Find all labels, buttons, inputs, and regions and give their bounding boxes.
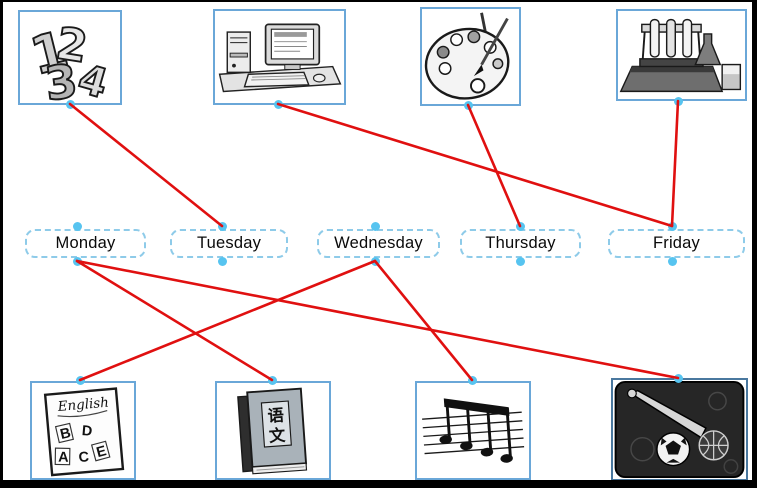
chinese-title-char-1: 语 xyxy=(267,406,285,426)
monitor-stand xyxy=(284,64,301,70)
note-head xyxy=(439,435,452,444)
anchor-dot-monday_bottom[interactable] xyxy=(72,256,82,266)
letter-b: B xyxy=(59,425,73,443)
match-line-math-tuesday_top xyxy=(68,102,224,228)
flask xyxy=(694,33,722,66)
match-line-wednesday_bottom-music xyxy=(373,259,474,382)
note-head xyxy=(480,447,494,457)
english-book-title: English xyxy=(56,396,109,415)
notebook-page xyxy=(43,387,125,477)
subject-card-art[interactable] xyxy=(420,7,521,106)
match-line-science-friday_top xyxy=(670,99,680,228)
desktop-computer-illustration xyxy=(218,23,342,93)
day-label-wednesday[interactable]: Wednesday xyxy=(317,229,440,258)
tube-rack-base xyxy=(639,58,704,68)
note-beam xyxy=(443,398,510,416)
anchor-dot-music[interactable] xyxy=(467,375,477,385)
thumb-hole xyxy=(470,78,486,94)
test-tube xyxy=(649,18,660,58)
anchor-dot-monday_top[interactable] xyxy=(72,221,82,231)
subject-card-science[interactable] xyxy=(616,9,747,101)
match-line-wednesday_bottom-english xyxy=(78,259,377,382)
anchor-dot-chinese[interactable] xyxy=(267,375,277,385)
day-label-monday[interactable]: Monday xyxy=(25,229,146,258)
beaker-liquid xyxy=(723,74,740,89)
subject-card-chinese[interactable]: 语 文 xyxy=(215,381,331,480)
anchor-dot-thursday_top[interactable] xyxy=(515,221,525,231)
music-notes-illustration xyxy=(422,398,525,463)
mouse xyxy=(312,73,326,83)
title-plate xyxy=(260,400,292,448)
test-tube xyxy=(665,18,676,58)
anchor-dot-sports[interactable] xyxy=(673,373,683,383)
sports-equipment-illustration xyxy=(614,380,745,479)
letter-a: A xyxy=(58,450,69,466)
paint-palette-illustration xyxy=(424,12,510,100)
digit-3: 3 xyxy=(42,54,80,103)
anchor-dot-math[interactable] xyxy=(65,99,75,109)
test-tube xyxy=(682,18,693,58)
english-book-illustration: English B D A C E xyxy=(43,387,125,477)
anchor-dot-friday_top[interactable] xyxy=(667,221,677,231)
subject-card-english[interactable]: English B D A C E xyxy=(30,381,136,480)
letter-e: E xyxy=(95,443,109,461)
day-label-text: Monday xyxy=(55,234,116,252)
day-label-text: Wednesday xyxy=(334,234,423,252)
digit-2: 2 xyxy=(53,18,91,73)
math-numbers-illustration: 1 2 3 4 xyxy=(24,17,114,103)
anchor-dot-thursday_bottom[interactable] xyxy=(515,256,525,266)
science-lab-illustration xyxy=(619,18,742,93)
paint-brush-diagonal xyxy=(480,17,509,66)
subject-card-computer[interactable] xyxy=(213,9,346,105)
chinese-title-char-2: 文 xyxy=(268,426,286,446)
day-label-thursday[interactable]: Thursday xyxy=(460,229,581,258)
day-label-friday[interactable]: Friday xyxy=(608,229,745,258)
subject-card-music[interactable] xyxy=(415,381,531,480)
anchor-dot-art[interactable] xyxy=(463,100,473,110)
day-label-tuesday[interactable]: Tuesday xyxy=(170,229,288,258)
day-label-text: Thursday xyxy=(485,234,556,252)
letter-c: C xyxy=(78,449,90,466)
subject-card-sports[interactable] xyxy=(611,378,748,481)
anchor-dot-wednesday_top[interactable] xyxy=(370,221,380,231)
anchor-dot-computer[interactable] xyxy=(273,99,283,109)
match-line-monday_bottom-chinese xyxy=(75,259,274,382)
match-line-art-thursday_top xyxy=(466,103,522,228)
day-label-text: Friday xyxy=(652,234,701,252)
chinese-textbook-illustration: 语 文 xyxy=(237,387,308,475)
anchor-dot-science[interactable] xyxy=(673,96,683,106)
subject-card-math[interactable]: 1 2 3 4 xyxy=(18,10,122,105)
letter-d: D xyxy=(81,423,93,440)
match-line-monday_bottom-sports xyxy=(75,259,680,380)
note-head xyxy=(500,454,513,463)
anchor-dot-wednesday_bottom[interactable] xyxy=(370,256,380,266)
note-head xyxy=(460,441,473,451)
anchor-dot-friday_bottom[interactable] xyxy=(667,256,677,266)
day-label-text: Tuesday xyxy=(196,234,262,252)
anchor-dot-tuesday_bottom[interactable] xyxy=(217,256,227,266)
anchor-dot-english[interactable] xyxy=(75,375,85,385)
match-line-computer-friday_top xyxy=(276,102,674,228)
anchor-dot-tuesday_top[interactable] xyxy=(217,221,227,231)
